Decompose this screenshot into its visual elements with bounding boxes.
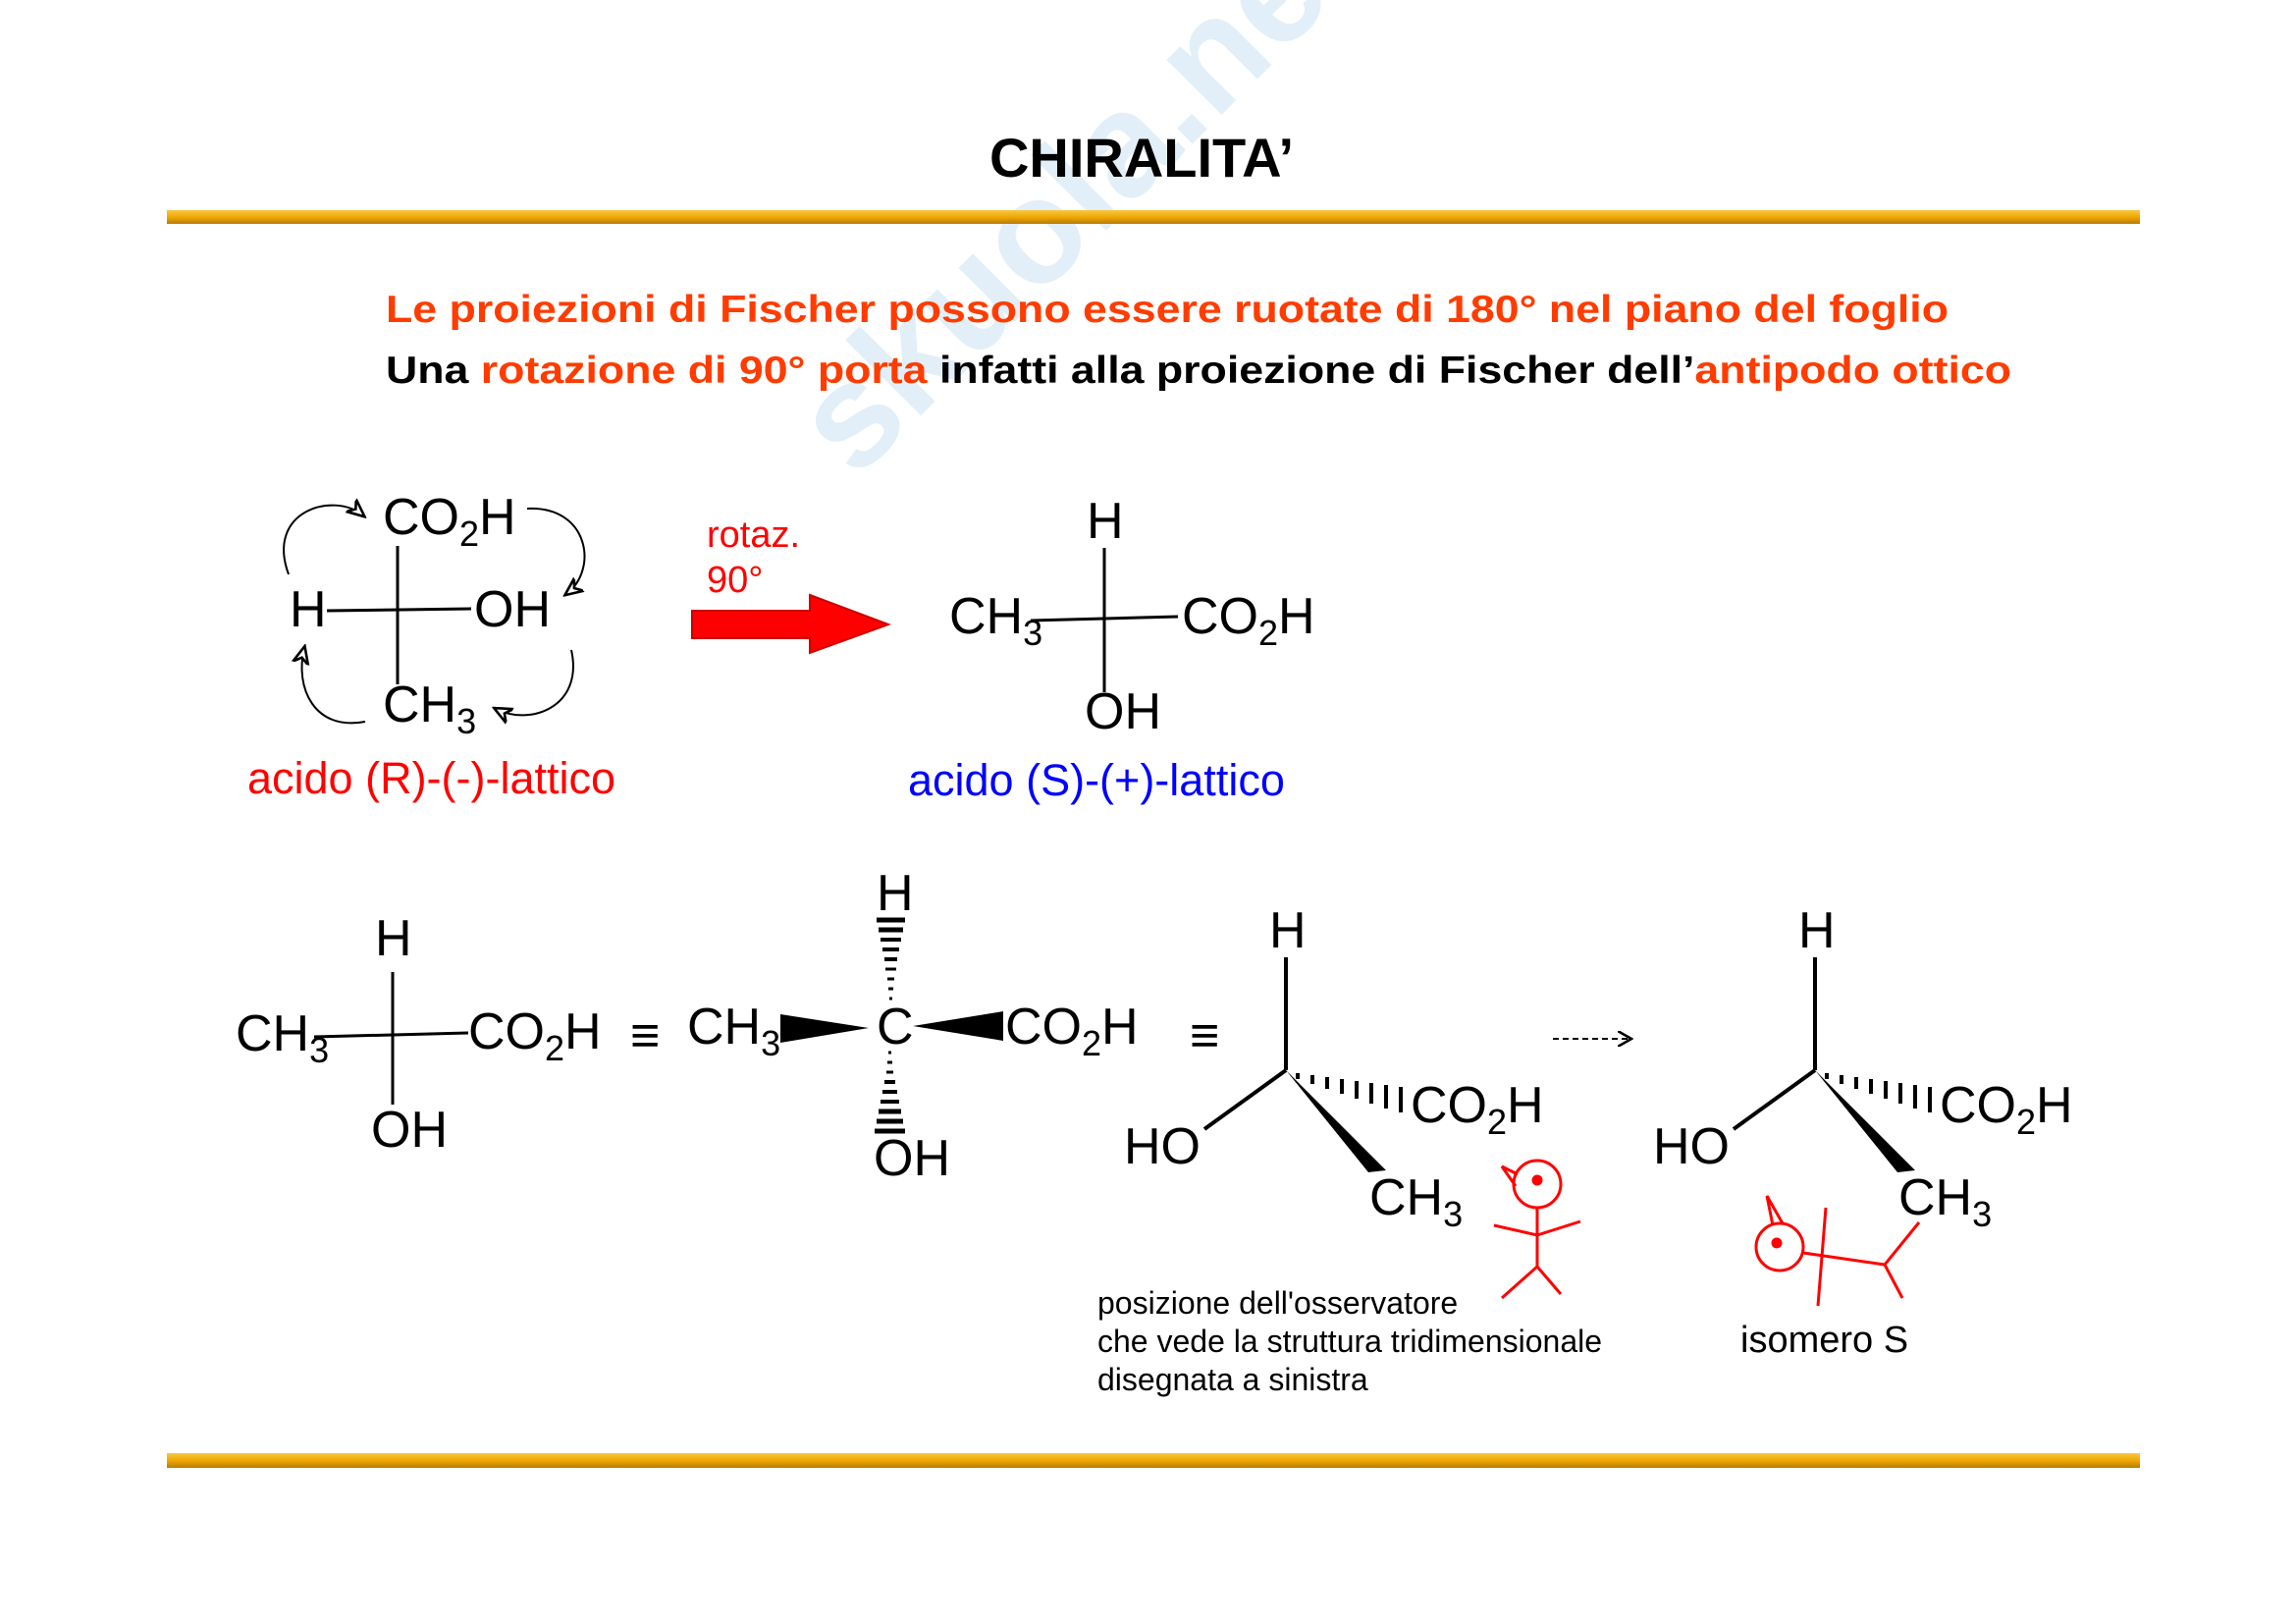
svg-text:HO: HO [1124, 1118, 1201, 1175]
svg-text:che vede la struttura tridimen: che vede la struttura tridimensionale [1097, 1324, 1602, 1359]
observer-caption: posizione dell'osservatore che vede la s… [1097, 1285, 1602, 1397]
rotation-arrow-icon [691, 593, 891, 655]
page-title: CHIRALITA’ [989, 127, 1294, 189]
label-r-lactic-acid: acido (R)-(-)-lattico [247, 753, 615, 803]
label-s-lactic-acid: acido (S)-(+)-lattico [908, 755, 1285, 805]
svg-text:posizione dell'osservatore: posizione dell'osservatore [1097, 1285, 1458, 1321]
watermark-logo: skuola.net [762, 0, 1393, 503]
svg-text:C: C [877, 999, 914, 1055]
svg-text:H: H [1087, 493, 1124, 550]
observer-standing-icon [1493, 1159, 1581, 1300]
svg-text:H: H [877, 865, 914, 922]
equivalence-symbol-1: ≡ [630, 1007, 660, 1064]
structure-3d-left: H HO CO2H CH3 [1124, 902, 1544, 1234]
top-divider [167, 210, 2140, 224]
svg-text:CH3: CH3 [383, 676, 476, 741]
wedge-dash-projection: H C CH3 CO2H OH [687, 865, 1139, 1187]
svg-text:CO2H: CO2H [1005, 999, 1139, 1063]
svg-text:disegnata a sinistra: disegnata a sinistra [1097, 1362, 1368, 1397]
intro-line-2: Una rotazione di 90° porta infatti alla … [386, 350, 2011, 392]
intro-line-1: Le proiezioni di Fischer possono essere … [386, 289, 1949, 331]
svg-text:H: H [375, 910, 412, 967]
svg-text:CO2H: CO2H [1940, 1077, 2073, 1142]
svg-text:OH: OH [1085, 683, 1161, 740]
fischer-projection-bottom: H CH3 CO2H OH [236, 910, 602, 1159]
svg-text:CH3: CH3 [949, 588, 1042, 653]
svg-text:H: H [1269, 902, 1307, 959]
svg-text:CO2H: CO2H [468, 1003, 602, 1068]
rotation-arrows [283, 506, 586, 724]
fischer-projection-r: CO2H H OH CH3 [283, 489, 586, 741]
svg-text:CO2H: CO2H [1182, 588, 1315, 653]
svg-text:OH: OH [371, 1102, 448, 1159]
fischer-projection-s: H CH3 CO2H OH [949, 493, 1315, 740]
svg-text:CH3: CH3 [1898, 1169, 1992, 1234]
svg-text:CH3: CH3 [687, 999, 780, 1063]
svg-text:H: H [1798, 902, 1836, 959]
svg-text:H: H [290, 581, 327, 638]
svg-text:OH: OH [474, 581, 551, 638]
observer-lying-icon [1754, 1195, 1921, 1307]
structure-3d-right: H HO CO2H CH3 [1653, 902, 2073, 1234]
isomer-label: isomero S [1740, 1320, 1908, 1361]
equivalence-symbol-2: ≡ [1190, 1007, 1219, 1064]
svg-text:CH3: CH3 [236, 1005, 329, 1070]
rotation-angle: 90° [707, 560, 763, 601]
svg-text:CH3: CH3 [1369, 1169, 1463, 1234]
svg-text:OH: OH [874, 1130, 950, 1187]
rotation-label: rotaz. [707, 514, 800, 556]
svg-text:HO: HO [1653, 1118, 1730, 1175]
bottom-divider [167, 1453, 2140, 1468]
svg-text:CO2H: CO2H [1411, 1077, 1544, 1142]
svg-text:CO2H: CO2H [383, 489, 516, 554]
